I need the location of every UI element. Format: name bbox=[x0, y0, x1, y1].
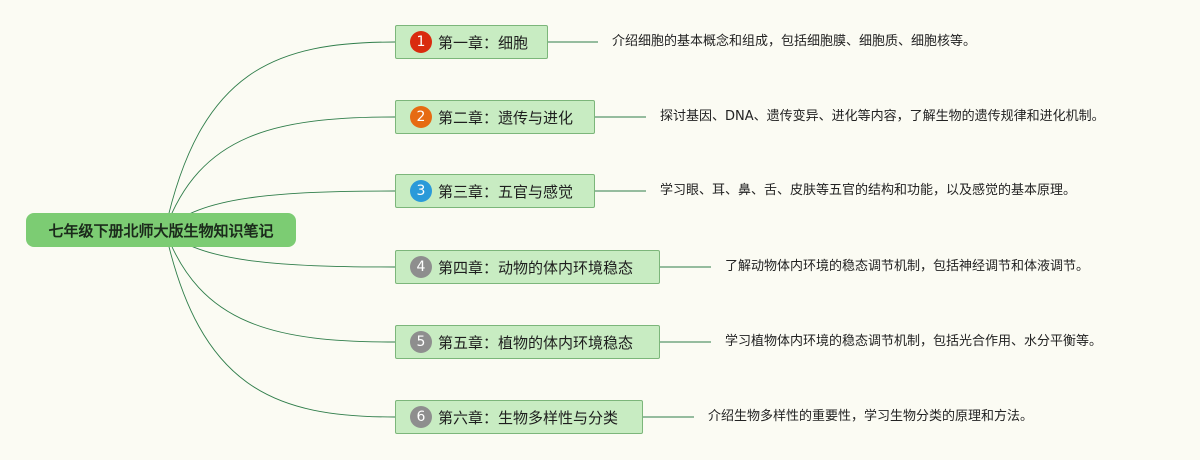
priority-marker-icon: 1 bbox=[410, 31, 432, 53]
chapter-title: 第二章：遗传与进化 bbox=[438, 108, 574, 127]
edge-root-to-chapter-1 bbox=[164, 41, 396, 231]
chapter-topic-6[interactable]: 6 第六章：生物多样性与分类 bbox=[395, 400, 643, 434]
chapter-description-6[interactable]: 介绍生物多样性的重要性，学习生物分类的原理和方法。 bbox=[708, 409, 1034, 424]
chapter-description-4[interactable]: 了解动物体内环境的稳态调节机制，包括神经调节和体液调节。 bbox=[725, 259, 1090, 274]
chapter-topic-1[interactable]: 1 第一章：细胞 bbox=[395, 25, 548, 59]
priority-marker-icon: 4 bbox=[410, 256, 432, 278]
edge-root-to-chapter-2 bbox=[164, 116, 396, 231]
edge-root-to-chapter-5 bbox=[164, 229, 396, 343]
chapter-title: 第三章：五官与感觉 bbox=[438, 182, 574, 201]
root-topic[interactable]: 七年级下册北师大版生物知识笔记 bbox=[26, 213, 296, 247]
edge-root-to-chapter-6 bbox=[164, 229, 396, 418]
chapter-topic-2[interactable]: 2 第二章：遗传与进化 bbox=[395, 100, 595, 134]
chapter-title: 第一章：细胞 bbox=[438, 33, 529, 52]
chapter-title: 第五章：植物的体内环境稳态 bbox=[438, 333, 634, 352]
chapter-description-5[interactable]: 学习植物体内环境的稳态调节机制，包括光合作用、水分平衡等。 bbox=[725, 334, 1103, 349]
priority-marker-icon: 5 bbox=[410, 331, 432, 353]
chapter-title: 第六章：生物多样性与分类 bbox=[438, 408, 619, 427]
root-topic-label: 七年级下册北师大版生物知识笔记 bbox=[48, 221, 274, 240]
chapter-topic-4[interactable]: 4 第四章：动物的体内环境稳态 bbox=[395, 250, 660, 284]
priority-marker-icon: 3 bbox=[410, 180, 432, 202]
chapter-description-3[interactable]: 学习眼、耳、鼻、舌、皮肤等五官的结构和功能，以及感觉的基本原理。 bbox=[660, 183, 1077, 198]
chapter-title: 第四章：动物的体内环境稳态 bbox=[438, 258, 634, 277]
chapter-description-1[interactable]: 介绍细胞的基本概念和组成，包括细胞膜、细胞质、细胞核等。 bbox=[612, 34, 977, 49]
chapter-topic-5[interactable]: 5 第五章：植物的体内环境稳态 bbox=[395, 325, 660, 359]
chapter-description-2[interactable]: 探讨基因、DNA、遗传变异、进化等内容，了解生物的遗传规律和进化机制。 bbox=[660, 109, 1105, 124]
priority-marker-icon: 2 bbox=[410, 106, 432, 128]
priority-marker-icon: 6 bbox=[410, 406, 432, 428]
chapter-topic-3[interactable]: 3 第三章：五官与感觉 bbox=[395, 174, 595, 208]
